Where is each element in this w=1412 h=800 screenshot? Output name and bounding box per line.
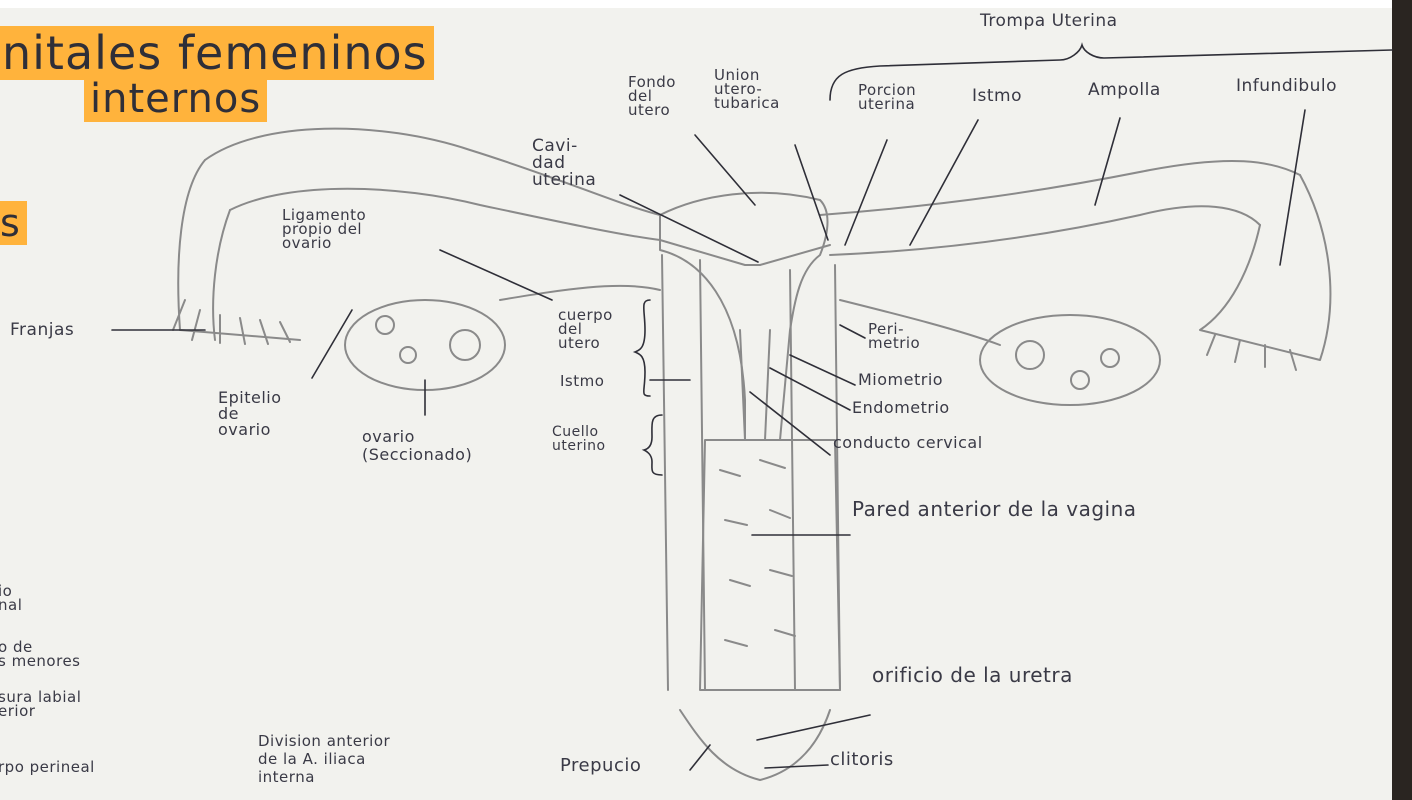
right-follicle-3 bbox=[1101, 349, 1119, 367]
leader-endometrio bbox=[770, 368, 850, 410]
label-istmo-trompa: Istmo bbox=[972, 89, 1022, 104]
leader-cavidad bbox=[620, 195, 758, 262]
leader-ampolla bbox=[1095, 118, 1120, 205]
leader-porcion bbox=[845, 140, 887, 245]
right-tube-lower bbox=[830, 206, 1260, 255]
brace-cuello bbox=[644, 415, 662, 475]
label-prepucio: Prepucio bbox=[560, 758, 641, 773]
label-cavidad-uterina: Cavi- dad uterina bbox=[532, 138, 596, 189]
left-fimbriae bbox=[173, 160, 300, 344]
right-follicle-2 bbox=[1071, 371, 1089, 389]
leader-ligamento bbox=[440, 250, 552, 300]
label-orificio-uretra: orificio de la uretra bbox=[872, 668, 1073, 683]
label-epitelio-ovario: Epitelio de ovario bbox=[218, 390, 282, 438]
right-follicle-1 bbox=[1016, 341, 1044, 369]
label-trompa-uterina: Trompa Uterina bbox=[980, 14, 1118, 29]
leader-clitoris bbox=[765, 765, 828, 768]
vagina-rugae bbox=[720, 460, 795, 646]
page-subtitle: internos bbox=[84, 76, 267, 122]
left-follicle-2 bbox=[400, 347, 416, 363]
label-infundibulo: Infundibulo bbox=[1236, 79, 1337, 94]
label-ovario-seccionado: ovario (Seccionado) bbox=[362, 428, 472, 464]
leader-orificio bbox=[757, 715, 870, 740]
margin-fragment-2: o de s menores bbox=[0, 640, 81, 668]
label-ligamento-propio: Ligamento propio del ovario bbox=[282, 208, 366, 250]
right-uterine-wall bbox=[790, 265, 840, 690]
label-porcion-uterina: Porcion uterina bbox=[858, 83, 916, 111]
brace-cuerpo bbox=[635, 300, 650, 396]
left-follicle-1 bbox=[376, 316, 394, 334]
leader-istmo-trompa bbox=[910, 120, 978, 245]
label-cuerpo-utero: cuerpo del utero bbox=[558, 308, 613, 350]
left-follicle-3 bbox=[450, 330, 480, 360]
leader-conducto bbox=[750, 392, 830, 455]
label-fondo-utero: Fondo del utero bbox=[628, 75, 676, 117]
label-endometrio: Endometrio bbox=[852, 400, 950, 415]
right-ovary bbox=[980, 315, 1160, 405]
label-pared-vagina: Pared anterior de la vagina bbox=[852, 502, 1137, 517]
label-franjas: Franjas bbox=[10, 323, 74, 338]
leader-union bbox=[795, 145, 828, 240]
leader-prepucio bbox=[690, 745, 710, 770]
margin-fragment-1: io nal bbox=[0, 584, 22, 612]
label-conducto-cervical: conducto cervical bbox=[833, 435, 983, 450]
title-fragment: s bbox=[0, 200, 27, 246]
label-istmo-utero: Istmo bbox=[560, 374, 604, 389]
label-cuello-uterino: Cuello uterino bbox=[552, 425, 606, 453]
vagina-outline bbox=[700, 440, 840, 690]
page-title: nitales femeninos bbox=[0, 30, 434, 76]
label-division-iliaca: Division anterior de la A. iliaca intern… bbox=[258, 732, 390, 786]
margin-fragment-4: rpo perineal bbox=[0, 760, 95, 775]
vulva-outline bbox=[680, 710, 830, 780]
leader-perimetrio bbox=[840, 325, 865, 338]
label-ampolla: Ampolla bbox=[1088, 83, 1161, 98]
margin-fragment-3: sura labial erior bbox=[0, 690, 81, 718]
label-union-uterotubarica: Union utero- tubarica bbox=[714, 68, 780, 110]
right-fimbriae bbox=[1200, 175, 1330, 370]
label-perimetrio: Peri- metrio bbox=[868, 322, 920, 350]
label-clitoris: clitoris bbox=[830, 752, 894, 767]
right-tube-upper bbox=[820, 161, 1300, 215]
leader-infundibulo bbox=[1280, 110, 1305, 265]
leader-miometrio bbox=[790, 355, 855, 385]
left-uterine-wall bbox=[662, 255, 705, 690]
label-miometrio: Miometrio bbox=[858, 372, 943, 387]
